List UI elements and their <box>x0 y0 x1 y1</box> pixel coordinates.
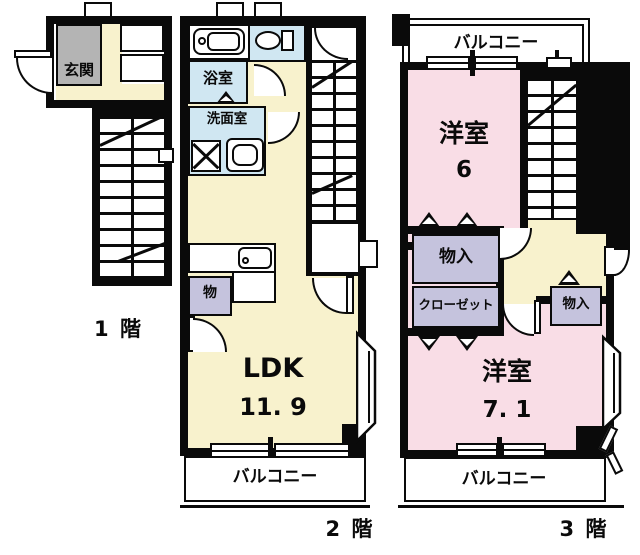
ldk-door-leaf <box>346 276 354 314</box>
stairs-2f <box>312 60 356 222</box>
bath-label: 浴室 <box>202 69 233 87</box>
room7-area: 7. 1 <box>482 397 532 423</box>
window-mullion <box>268 437 273 463</box>
storage-3f-left <box>412 234 500 284</box>
closet-3f <box>412 286 500 328</box>
entrance-closet <box>120 54 164 82</box>
floor1-caption: 1 階 <box>94 317 143 341</box>
wall-corner-block <box>392 14 410 46</box>
room6-area: 6 <box>455 157 472 183</box>
entrance-door-leaf <box>14 50 52 58</box>
storage-3f-right-label: 物入 <box>562 296 590 312</box>
recessed-window <box>358 240 378 268</box>
balcony-3f-bottom-label: バルコニー <box>461 469 547 489</box>
balcony-3f-bottom <box>404 457 606 502</box>
balcony-edge-line <box>180 505 370 508</box>
entrance-tataki <box>56 24 102 86</box>
balcony-edge-line <box>398 505 624 508</box>
storage-3f-right <box>550 286 602 326</box>
bay-window-2f <box>356 330 377 444</box>
sliding-window <box>456 443 498 457</box>
ldk-area: 11. 9 <box>239 393 307 421</box>
sliding-window <box>502 443 546 457</box>
toilet-bowl-icon <box>255 31 281 50</box>
entrance-hall-floor <box>100 24 122 100</box>
vent-window <box>216 2 244 18</box>
floor2-caption: 2 階 <box>325 517 375 541</box>
bay-window-3f <box>602 334 622 432</box>
wall-segment <box>408 328 504 336</box>
window-mullion <box>555 50 559 59</box>
toilet-tank-icon <box>281 30 294 51</box>
balcony-2f <box>184 456 366 502</box>
floor3-caption: 3 階 <box>559 517 609 541</box>
room7-name: 洋室 <box>481 357 532 386</box>
entrance-hall-floor <box>56 84 164 100</box>
room7-door-leaf <box>534 300 541 334</box>
closet-3f-label: クローゼット <box>418 297 494 312</box>
small-window <box>546 57 572 69</box>
window-mullion <box>497 437 502 463</box>
vent-window <box>84 2 112 18</box>
understair-alcove <box>310 222 360 274</box>
washroom-label: 洗面室 <box>206 111 248 127</box>
room6-name: 洋室 <box>438 119 489 148</box>
storage-2f <box>188 276 232 316</box>
balcony-2f-label: バルコニー <box>232 467 318 487</box>
entrance-closet <box>120 24 164 52</box>
washing-machine-icon <box>191 140 221 172</box>
storage-2f-label: 物 <box>203 285 217 301</box>
stairs-1f <box>100 116 164 278</box>
vent-window <box>254 2 282 18</box>
sliding-window <box>426 56 470 70</box>
washbasin-inner <box>232 144 258 166</box>
sliding-window <box>474 56 518 70</box>
faucet-icon <box>198 37 206 45</box>
storage-3f-left-label: 物入 <box>439 247 473 267</box>
ldk-name: LDK <box>242 353 304 384</box>
entrance-label: 玄関 <box>63 61 94 79</box>
bathtub-inner <box>207 32 240 51</box>
kitchen-faucet-icon <box>242 257 249 264</box>
stair-window <box>158 148 174 163</box>
kitchen-counter-return <box>232 271 276 303</box>
stairs-3f <box>528 78 576 218</box>
entrance-door-swing-arc <box>16 58 52 94</box>
wall-segment <box>496 226 504 336</box>
wall-segment <box>408 226 500 234</box>
hall-exterior-door-swing-arc <box>614 250 630 276</box>
balcony-3f-top-label: バルコニー <box>453 33 539 53</box>
casement-door-leaf <box>605 451 624 475</box>
window-mullion <box>470 50 475 76</box>
